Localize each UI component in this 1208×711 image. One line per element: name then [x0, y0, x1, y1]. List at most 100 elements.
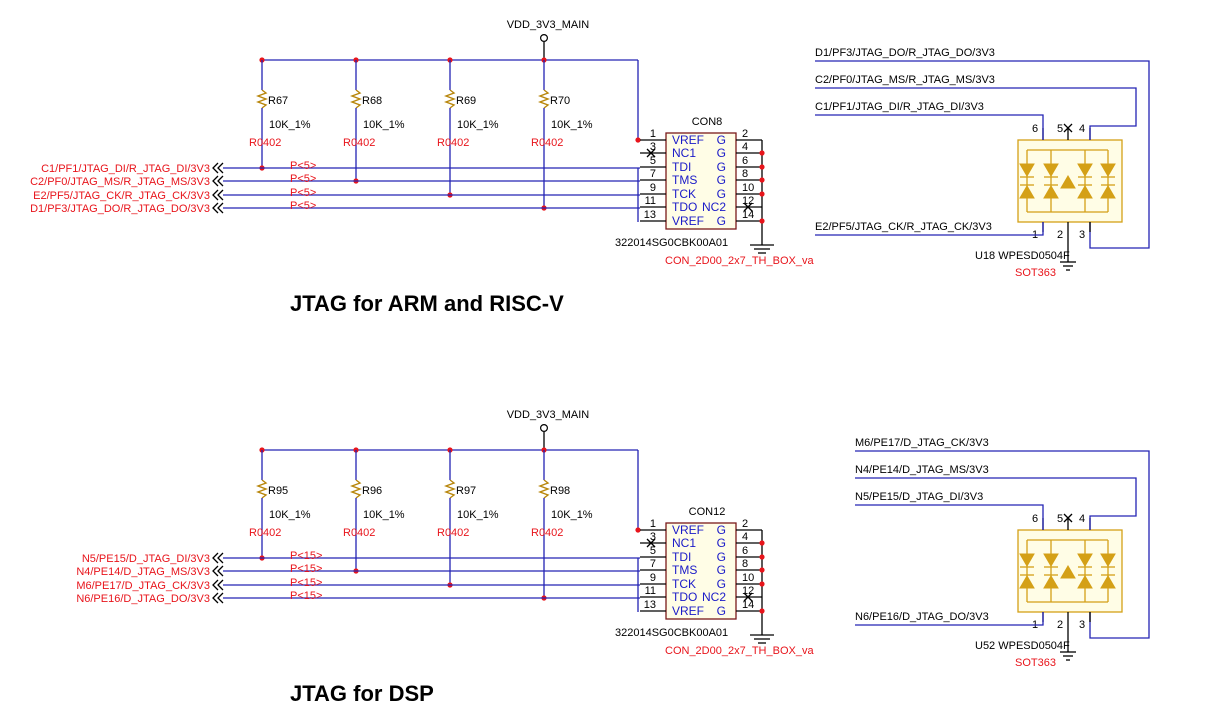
- pin-name: TCK: [672, 187, 696, 201]
- tvs-net-label: C2/PF0/JTAG_MS/R_JTAG_MS/3V3: [815, 74, 995, 86]
- page-ref: P<5>: [290, 187, 316, 199]
- pin-name: G: [717, 536, 726, 550]
- port-label: D1/PF3/JTAG_DO/R_JTAG_DO/3V3: [30, 203, 210, 215]
- tvs-net-label: M6/PE17/D_JTAG_CK/3V3: [855, 437, 989, 449]
- resistor-package: R0402: [249, 527, 281, 539]
- resistor-ref: R68: [362, 95, 382, 107]
- pin-number: 9: [650, 182, 656, 194]
- power-label: VDD_3V3_MAIN: [507, 19, 590, 31]
- port-arrow: [212, 592, 219, 604]
- pin-number: 4: [742, 531, 748, 543]
- resistor-value: 10K_1%: [457, 509, 499, 521]
- resistor-value: 10K_1%: [363, 119, 405, 131]
- resistor-value: 10K_1%: [551, 509, 593, 521]
- resistor-package: R0402: [531, 137, 563, 149]
- no-connect-mark: [646, 538, 656, 548]
- pin-name: TMS: [672, 563, 697, 577]
- pin-name: TMS: [672, 173, 697, 187]
- resistor-value: 10K_1%: [269, 119, 311, 131]
- port-arrow: [212, 189, 219, 201]
- tvs-pin-number: 5: [1057, 513, 1063, 525]
- pin-number: 4: [742, 141, 748, 153]
- power-port-symbol: [539, 424, 548, 433]
- pin-name: TDO: [672, 590, 697, 604]
- tvs-net-wire: [815, 60, 1150, 249]
- pin-name: VREF: [672, 214, 704, 228]
- pin-name: G: [717, 187, 726, 201]
- resistor-package: R0402: [437, 137, 469, 149]
- tvs-net-label: N4/PE14/D_JTAG_MS/3V3: [855, 464, 989, 476]
- resistor-ref: R69: [456, 95, 476, 107]
- junction-dot: [759, 191, 765, 197]
- pin-number: 2: [742, 128, 748, 140]
- resistor-value: 10K_1%: [551, 119, 593, 131]
- port-arrow: [212, 579, 219, 591]
- port-arrow: [212, 552, 219, 564]
- resistor-package: R0402: [437, 527, 469, 539]
- port-label: N5/PE15/D_JTAG_DI/3V3: [82, 553, 210, 565]
- port-label: C2/PF0/JTAG_MS/R_JTAG_MS/3V3: [30, 176, 210, 188]
- page-ref: P<5>: [290, 160, 316, 172]
- tvs-pin-number: 4: [1079, 123, 1085, 135]
- junction-dot: [635, 137, 641, 143]
- resistor-ref: R95: [268, 485, 288, 497]
- tvs-net-wire: [815, 114, 1044, 140]
- pin-name: G: [717, 523, 726, 537]
- pin-name: G: [717, 577, 726, 591]
- pin-name: VREF: [672, 604, 704, 618]
- junction-dot: [759, 177, 765, 183]
- resistor-symbol: [444, 479, 456, 499]
- resistor-symbol: [256, 89, 268, 109]
- connector-body: [665, 522, 737, 620]
- tvs-net-wire: [815, 222, 1044, 236]
- tvs-pin-number: 4: [1079, 513, 1085, 525]
- resistor-package: R0402: [343, 137, 375, 149]
- tvs-net-label: D1/PF3/JTAG_DO/R_JTAG_DO/3V3: [815, 47, 995, 59]
- resistor-value: 10K_1%: [269, 509, 311, 521]
- tvs-pin-number: 6: [1032, 513, 1038, 525]
- resistor-symbol: [538, 89, 550, 109]
- no-connect-mark: [743, 592, 753, 602]
- pin-number: 3: [650, 141, 656, 153]
- pin-name: G: [717, 604, 726, 618]
- section-title: JTAG for DSP: [290, 681, 434, 706]
- port-arrow: [212, 202, 219, 214]
- connector-part-number: 322014SG0CBK00A01: [615, 237, 728, 249]
- connector-footprint: CON_2D00_2x7_TH_BOX_va: [665, 255, 814, 267]
- port-arrow: [217, 592, 224, 604]
- port-label: M6/PE17/D_JTAG_CK/3V3: [76, 580, 210, 592]
- pin-name: NC1: [672, 536, 696, 550]
- port-arrow: [217, 202, 224, 214]
- pin-number: 12: [742, 585, 754, 597]
- pin-number: 5: [650, 545, 656, 557]
- tvs-net-label: E2/PF5/JTAG_CK/R_JTAG_CK/3V3: [815, 221, 992, 233]
- pin-number: 12: [742, 195, 754, 207]
- resistor-ref: R98: [550, 485, 570, 497]
- tvs-net-wire: [855, 612, 1044, 626]
- pin-number: 1: [650, 128, 656, 140]
- resistor-ref: R67: [268, 95, 288, 107]
- pin-number: 2: [742, 518, 748, 530]
- pin-number: 10: [742, 572, 754, 584]
- port-arrow: [217, 565, 224, 577]
- connector-footprint: CON_2D00_2x7_TH_BOX_va: [665, 645, 814, 657]
- tvs-package: SOT363: [1015, 657, 1056, 669]
- port-arrow: [217, 175, 224, 187]
- no-connect-mark: [1063, 123, 1073, 133]
- resistor-package: R0402: [531, 527, 563, 539]
- resistor-ref: R97: [456, 485, 476, 497]
- tvs-pin-number: 6: [1032, 123, 1038, 135]
- resistor-value: 10K_1%: [457, 119, 499, 131]
- connector-part-number: 322014SG0CBK00A01: [615, 627, 728, 639]
- tvs-net-wire: [855, 477, 1137, 530]
- junction-dot: [759, 567, 765, 573]
- pin-number: 8: [742, 168, 748, 180]
- page-ref: P<5>: [290, 173, 316, 185]
- junction-dot: [759, 581, 765, 587]
- connector-ref: CON12: [689, 506, 726, 518]
- pin-name: G: [717, 550, 726, 564]
- pin-name: G: [717, 146, 726, 160]
- pin-name: TDO: [672, 200, 697, 214]
- pin-number: 5: [650, 155, 656, 167]
